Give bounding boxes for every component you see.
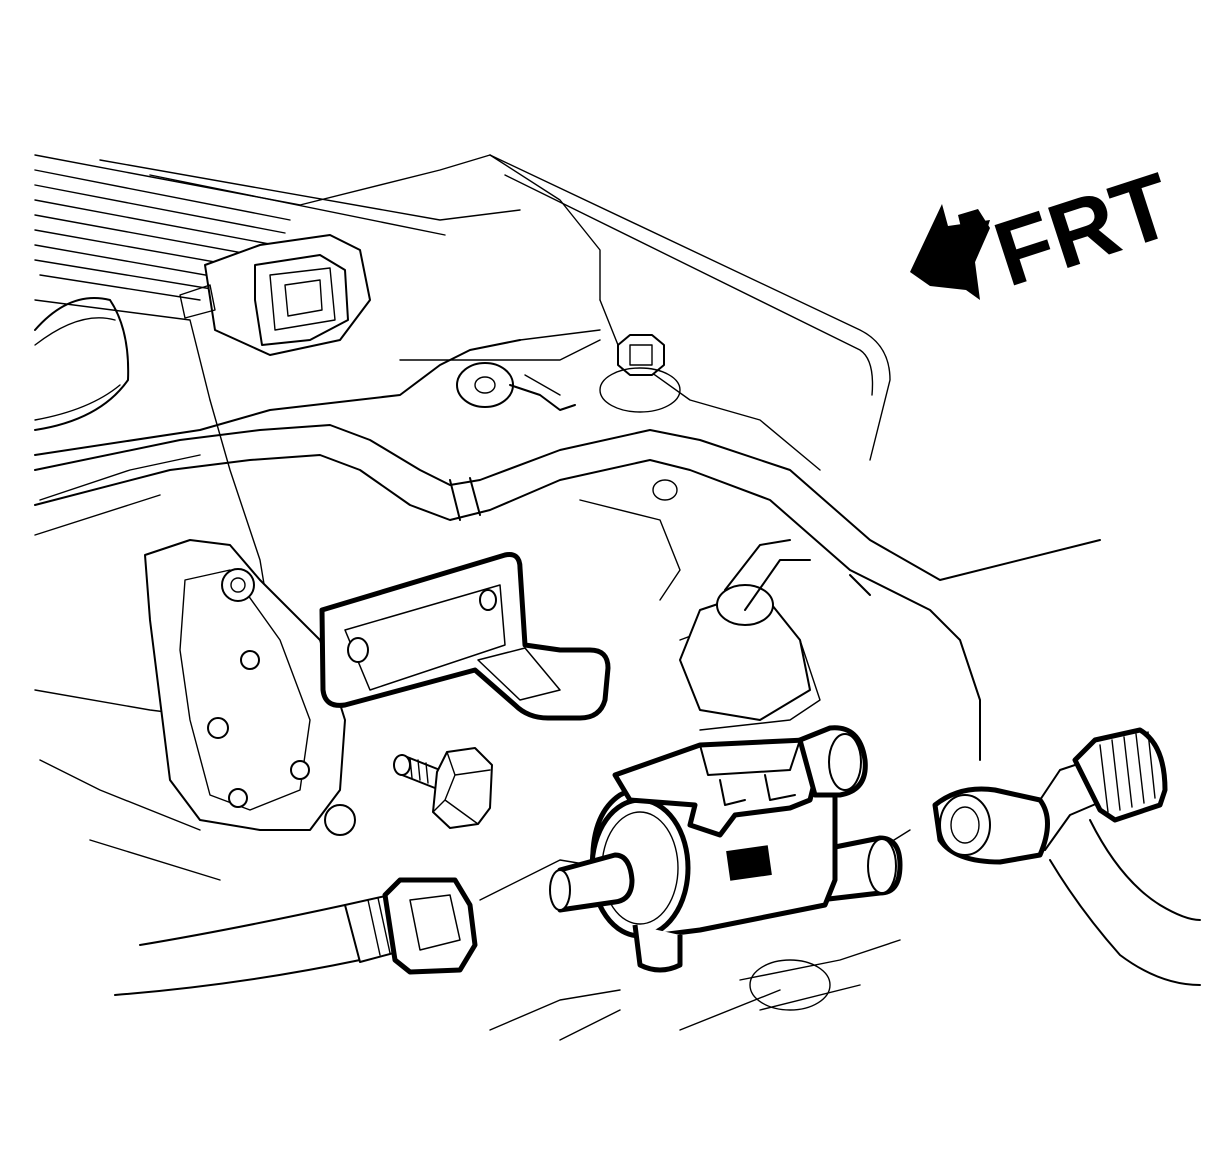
valve-label-plate <box>726 845 772 881</box>
purge-outlet-hose <box>932 727 1201 986</box>
throttle-body <box>34 297 130 431</box>
engine-background <box>34 154 1101 1041</box>
manifold-bolt <box>599 334 681 413</box>
evap-purge-valve <box>549 725 903 973</box>
electrical-connector <box>179 234 371 356</box>
intake-manifold <box>34 154 601 401</box>
purge-inlet-hose <box>114 877 478 996</box>
arrow-forward-left-icon <box>910 204 990 300</box>
engine-cover-outline <box>399 154 891 461</box>
bracket-bolt <box>393 747 493 829</box>
ground-eyelet <box>456 362 576 411</box>
purge-valve-bracket <box>319 552 611 721</box>
frt-label: FRT <box>983 154 1185 306</box>
engine-mount-bracket <box>144 539 356 836</box>
frt-orientation-indicator: FRT <box>910 154 1185 306</box>
vapor-pipe <box>34 424 1101 761</box>
background-solenoid <box>679 539 811 721</box>
